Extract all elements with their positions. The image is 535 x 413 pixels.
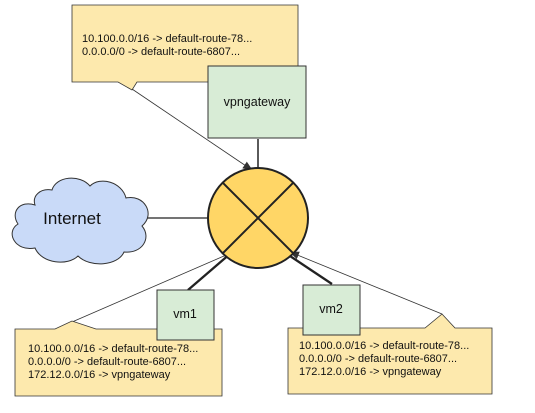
router-icon[interactable]: [207, 167, 309, 269]
vpngateway-callout-pointer: [131, 88, 253, 171]
vm1-label: vm1: [173, 307, 197, 321]
vpngateway-node[interactable]: vpngateway: [207, 65, 307, 139]
vm2-node[interactable]: vm2: [302, 284, 361, 336]
vpngateway-route-line: 10.100.0.0/16 -> default-route-78...: [82, 33, 252, 45]
vpngateway-label: vpngateway: [224, 95, 291, 109]
vm1-router-link: [187, 252, 232, 291]
vm1-route-line: 0.0.0.0/0 -> default-route-6807...: [28, 356, 186, 368]
vm2-label: vm2: [319, 302, 343, 316]
vm2-route-line: 10.100.0.0/16 -> default-route-78...: [299, 340, 469, 352]
vm1-callout-pointer: [71, 245, 248, 323]
internet-label: Internet: [43, 209, 101, 228]
vm1-route-line: 10.100.0.0/16 -> default-route-78...: [28, 343, 198, 355]
internet-cloud[interactable]: Internet: [11, 177, 149, 265]
vm1-route-line: 172.12.0.0/16 -> vpngateway: [28, 369, 171, 381]
vm2-route-line: 172.12.0.0/16 -> vpngateway: [299, 366, 442, 378]
vm2-callout-pointer: [289, 251, 443, 315]
vpngateway-route-line: 0.0.0.0/0 -> default-route-6807...: [82, 46, 240, 58]
vm2-router-link: [286, 253, 333, 285]
vm2-route-line: 0.0.0.0/0 -> default-route-6807...: [299, 353, 457, 365]
vm2-route-callout: 10.100.0.0/16 -> default-route-78... 0.0…: [287, 313, 493, 395]
vm1-node[interactable]: vm1: [156, 289, 215, 341]
